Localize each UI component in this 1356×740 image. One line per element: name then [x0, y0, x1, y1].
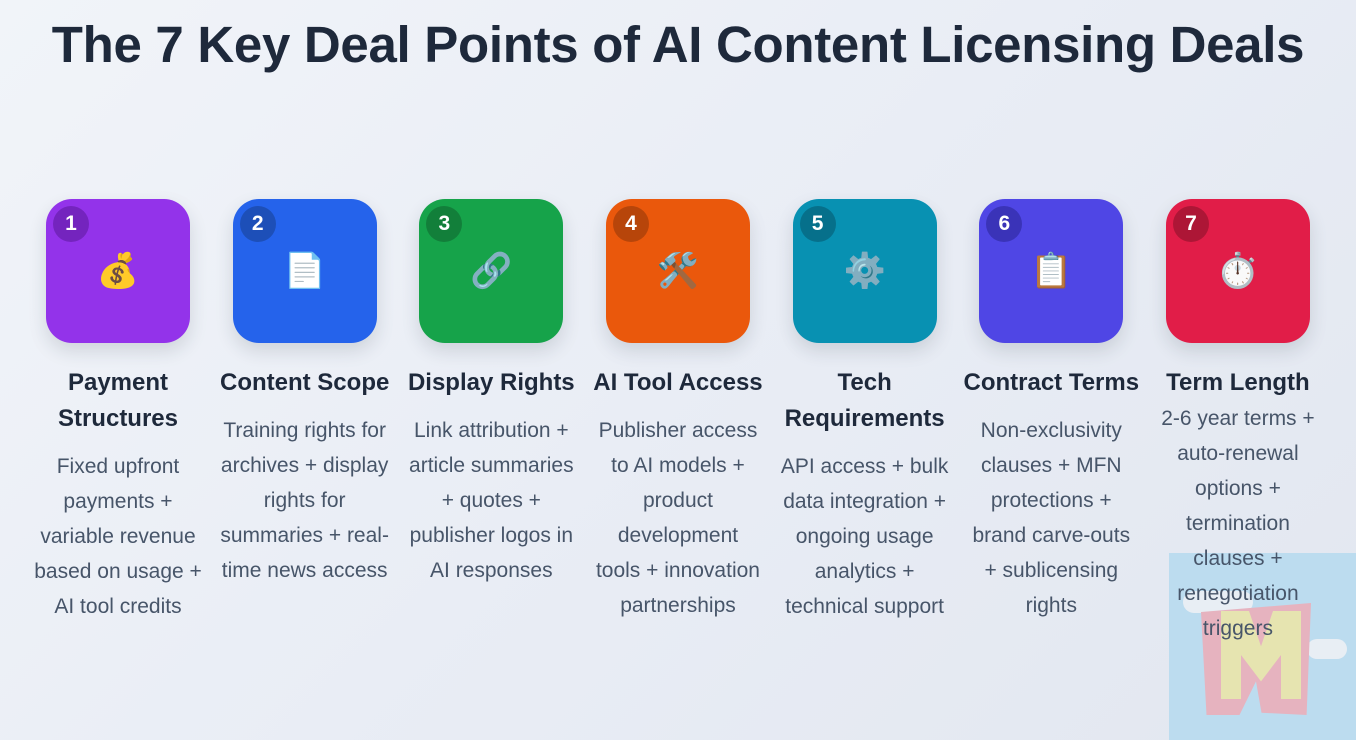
- number-badge: 2: [239, 206, 276, 242]
- card-description: Publisher access to AI models + product …: [595, 419, 760, 617]
- clipboard-icon: 📋: [1030, 251, 1073, 291]
- card-title: Display Rights: [407, 369, 575, 396]
- card-title: Payment Structures: [57, 369, 179, 432]
- page-title: The 7 Key Deal Points of AI Content Lice…: [51, 16, 1305, 73]
- card-description: Link attribution + article summaries + q…: [409, 419, 574, 582]
- number-badge: 1: [53, 206, 89, 242]
- hammer-wrench-icon: 🛠️: [656, 251, 700, 291]
- deal-point-card-5: 5 ⚙️ Tech Requirements API access + bulk…: [772, 199, 958, 646]
- card-tile: 5 ⚙️: [792, 199, 937, 343]
- stopwatch-icon: ⏱️: [1216, 251, 1260, 291]
- deal-point-card-2: 2 📄 Content Scope Training rights for ar…: [212, 199, 398, 646]
- gear-icon: ⚙️: [843, 251, 886, 291]
- number-badge: 5: [799, 206, 836, 242]
- deal-point-card-6: 6 📋 Contract Terms Non-exclusivity claus…: [958, 199, 1144, 646]
- link-icon: 🔗: [470, 251, 513, 291]
- card-description: Training rights for archives + display r…: [220, 419, 389, 582]
- watermark-logo: [1169, 553, 1356, 740]
- card-tile: 6 📋: [979, 199, 1124, 343]
- card-description: Fixed upfront payments + variable revenu…: [34, 455, 202, 618]
- card-title: Content Scope: [219, 369, 390, 396]
- money-bag-icon: 💰: [96, 251, 140, 291]
- card-description: API access + bulk data integration + ong…: [780, 455, 949, 618]
- number-badge: 3: [426, 206, 463, 242]
- document-icon: 📄: [283, 251, 326, 291]
- deal-point-card-3: 3 🔗 Display Rights Link attribution + ar…: [398, 199, 584, 646]
- card-tile: 3 🔗: [419, 199, 564, 343]
- cloud-shape: [1183, 591, 1253, 613]
- deal-points-list: 1 💰 Payment Structures Fixed upfront pay…: [25, 199, 1331, 646]
- card-tile: 1 💰: [46, 199, 190, 343]
- cloud-shape: [1307, 639, 1347, 659]
- deal-point-card-1: 1 💰 Payment Structures Fixed upfront pay…: [25, 199, 211, 646]
- deal-point-card-4: 4 🛠️ AI Tool Access Publisher access to …: [585, 199, 771, 646]
- card-title: Contract Terms: [963, 369, 1140, 396]
- card-title: Term Length: [1166, 369, 1310, 396]
- card-tile: 7 ⏱️: [1165, 199, 1310, 343]
- number-badge: 6: [986, 206, 1023, 242]
- card-description: Non-exclusivity clauses + MFN protection…: [972, 419, 1131, 617]
- card-title: AI Tool Access: [593, 369, 763, 396]
- card-tile: 4 🛠️: [605, 199, 750, 343]
- card-title: Tech Requirements: [784, 369, 945, 432]
- number-badge: 7: [1172, 206, 1209, 242]
- card-description: 2-6 year terms + auto-renewal options + …: [1161, 407, 1315, 640]
- number-badge: 4: [612, 206, 649, 242]
- deal-point-card-7: 7 ⏱️ Term Length 2-6 year terms + auto-r…: [1145, 199, 1331, 646]
- card-tile: 2 📄: [232, 199, 377, 343]
